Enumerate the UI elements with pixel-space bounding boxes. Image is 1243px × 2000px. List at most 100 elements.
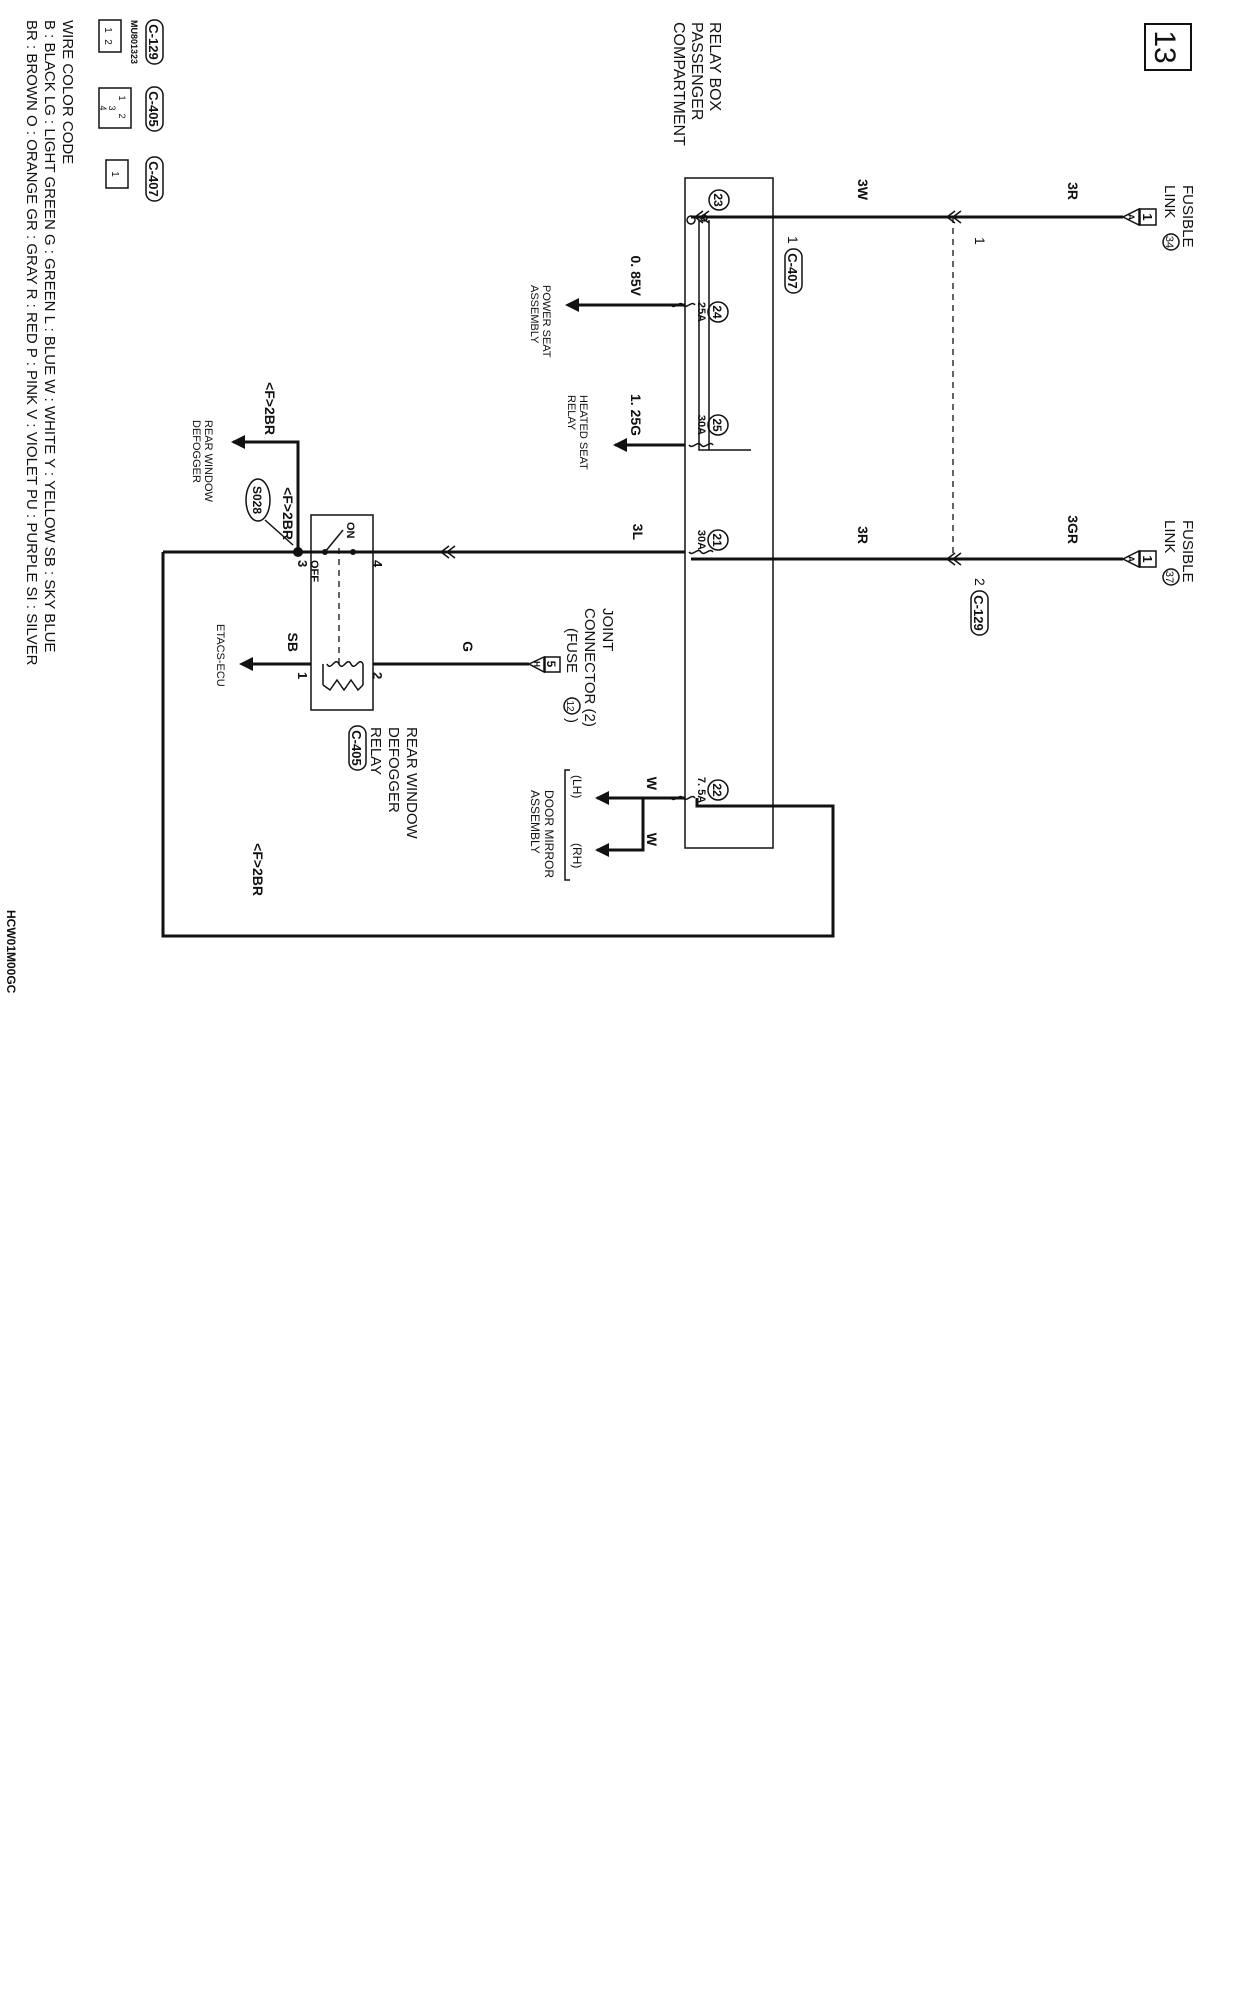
svg-text:A: A — [1126, 214, 1136, 221]
fuse-25: 25 30A — [688, 414, 729, 448]
svg-text:ASSEMBLY: ASSEMBLY — [528, 790, 542, 854]
svg-text:1: 1 — [972, 237, 988, 245]
svg-text:2: 2 — [117, 113, 127, 118]
svg-text:(RH): (RH) — [570, 843, 584, 868]
joint-connector: JOINT CONNECTOR (2) (FUSE 12 ) 5 H G — [373, 608, 616, 727]
svg-text:2: 2 — [972, 578, 988, 586]
svg-text:ON: ON — [344, 522, 356, 539]
defogger-relay: ON OFF 4 3 2 1 REAR WINDOW DEFOGGER RELA… — [295, 514, 420, 840]
svg-text:ASSEMBLY: ASSEMBLY — [528, 285, 540, 344]
svg-text:4: 4 — [370, 560, 385, 568]
svg-text:30A: 30A — [695, 415, 707, 435]
svg-text:3: 3 — [107, 105, 117, 110]
svg-text:FUSIBLE: FUSIBLE — [1179, 185, 1196, 248]
doc-code: HCW01M00GC — [4, 910, 18, 994]
svg-text:4: 4 — [98, 105, 108, 110]
etacs-branch: SB ETACS-ECU — [214, 624, 311, 687]
svg-text:OFF: OFF — [308, 560, 320, 582]
svg-text:FUSIBLE: FUSIBLE — [1179, 520, 1196, 583]
svg-text:HEATED SEAT: HEATED SEAT — [577, 395, 589, 470]
svg-text:3GR: 3GR — [1065, 515, 1081, 544]
svg-text:LINK: LINK — [1161, 520, 1178, 553]
svg-text:<F>2BR: <F>2BR — [280, 487, 296, 540]
svg-text:WIRE COLOR CODE: WIRE COLOR CODE — [59, 20, 76, 164]
svg-text:25A: 25A — [695, 302, 707, 322]
svg-text:(LH): (LH) — [570, 775, 584, 798]
svg-text:COMPARTMENT: COMPARTMENT — [670, 22, 687, 146]
svg-text:<F>2BR: <F>2BR — [250, 843, 266, 896]
svg-text:1: 1 — [102, 27, 113, 33]
svg-text:(FUSE: (FUSE — [563, 628, 580, 673]
br-splice-branch: <F>2BR <F>2BR S028 REAR WINDOW DEFOGGER — [163, 382, 311, 557]
svg-text:1: 1 — [109, 171, 120, 177]
splice-label: S028 — [250, 486, 264, 514]
svg-text:W: W — [644, 777, 660, 791]
svg-text:23: 23 — [711, 193, 725, 207]
fusible-link-34: FUSIBLE LINK 34 1 A — [1121, 185, 1196, 251]
svg-text:LINK: LINK — [1161, 185, 1178, 218]
svg-text:C-129: C-129 — [146, 24, 161, 59]
svg-text:MU801323: MU801323 — [129, 20, 139, 64]
svg-text:3W: 3W — [855, 179, 871, 201]
svg-text:37: 37 — [1163, 571, 1175, 583]
svg-text:RELAY: RELAY — [565, 395, 577, 431]
svg-text:DEFOGGER: DEFOGGER — [385, 727, 402, 813]
svg-text:W: W — [644, 833, 660, 847]
svg-text:2: 2 — [102, 39, 113, 45]
svg-text:POWER SEAT: POWER SEAT — [540, 285, 552, 358]
svg-text:H: H — [532, 661, 541, 667]
svg-text:C-405: C-405 — [146, 91, 161, 126]
relay-box: RELAY BOX PASSENGER COMPARTMENT — [670, 22, 774, 849]
svg-text:3: 3 — [295, 560, 310, 567]
fuse-23: 23 — [708, 189, 730, 211]
svg-text:C-407: C-407 — [146, 161, 161, 196]
svg-text:C-129: C-129 — [971, 595, 986, 630]
br-ground-loop: <F>2BR — [161, 552, 835, 938]
svg-text:JOINT: JOINT — [599, 608, 616, 651]
fusible-link-37: FUSIBLE LINK 37 1 A — [1121, 520, 1196, 586]
svg-text:C-405: C-405 — [349, 730, 364, 765]
svg-text:RELAY BOX: RELAY BOX — [706, 22, 723, 112]
svg-text:5: 5 — [544, 661, 558, 668]
power-seat-branch: 0. 85V POWER SEAT ASSEMBLY — [528, 256, 685, 358]
svg-text:C-407: C-407 — [785, 253, 800, 288]
svg-text:21: 21 — [710, 533, 724, 547]
svg-text:1: 1 — [1140, 555, 1155, 562]
svg-text:30A: 30A — [695, 530, 707, 550]
svg-text:3L: 3L — [630, 524, 646, 541]
svg-text:3R: 3R — [1065, 182, 1081, 200]
door-mirror-branch: W W (LH) (RH) DOOR MIRROR ASSEMBLY — [528, 769, 685, 881]
svg-text:0. 85V: 0. 85V — [628, 256, 644, 297]
svg-text:DEFOGGER: DEFOGGER — [190, 420, 202, 483]
svg-text:3R: 3R — [855, 526, 871, 544]
svg-text:1: 1 — [295, 672, 310, 679]
svg-text:REAR WINDOW: REAR WINDOW — [202, 420, 214, 503]
svg-text:BR : BROWN O : ORANGE GR: BR : BROWN O : ORANGE GR : GRAY R : RED … — [23, 20, 40, 666]
svg-text:1: 1 — [1140, 213, 1155, 220]
svg-text:RELAY: RELAY — [367, 727, 384, 775]
connector-legend: C-129 C-405 C-407 MU801323 1 2 1 2 3 4 1 — [98, 19, 164, 202]
svg-text:DOOR MIRROR: DOOR MIRROR — [542, 790, 556, 878]
svg-text:ETACS-ECU: ETACS-ECU — [214, 624, 226, 687]
heated-seat-branch: 1. 25G HEATED SEAT RELAY — [565, 394, 685, 470]
supply-wires: 3R 3W 3GR 3R 1 2 C-129 1 C-407 — [691, 179, 1123, 636]
wire-color-code: WIRE COLOR CODE B : BLACK LG : LIGHT GRE… — [4, 20, 76, 994]
page-number-box: 13 — [1144, 23, 1192, 71]
svg-text:A: A — [1126, 556, 1136, 563]
svg-text:22: 22 — [710, 783, 724, 797]
svg-text:7. 5A: 7. 5A — [695, 777, 707, 803]
svg-text:24: 24 — [710, 305, 724, 319]
svg-text:1: 1 — [785, 236, 801, 244]
svg-text:SB: SB — [285, 633, 301, 652]
svg-text:1: 1 — [117, 95, 127, 100]
svg-text:2: 2 — [370, 672, 385, 679]
svg-text:CONNECTOR (2): CONNECTOR (2) — [581, 608, 598, 727]
fuse-22: 22 7. 5A — [670, 777, 729, 803]
svg-text:1. 25G: 1. 25G — [628, 394, 644, 436]
svg-text:REAR WINDOW: REAR WINDOW — [403, 727, 420, 840]
page-number: 13 — [1148, 30, 1181, 63]
svg-text:B : BLACK LG : LIGHT GREEN: B : BLACK LG : LIGHT GREEN G : GREEN L :… — [41, 20, 58, 652]
svg-text:<F>2BR: <F>2BR — [262, 382, 278, 435]
svg-text:): ) — [563, 718, 580, 723]
